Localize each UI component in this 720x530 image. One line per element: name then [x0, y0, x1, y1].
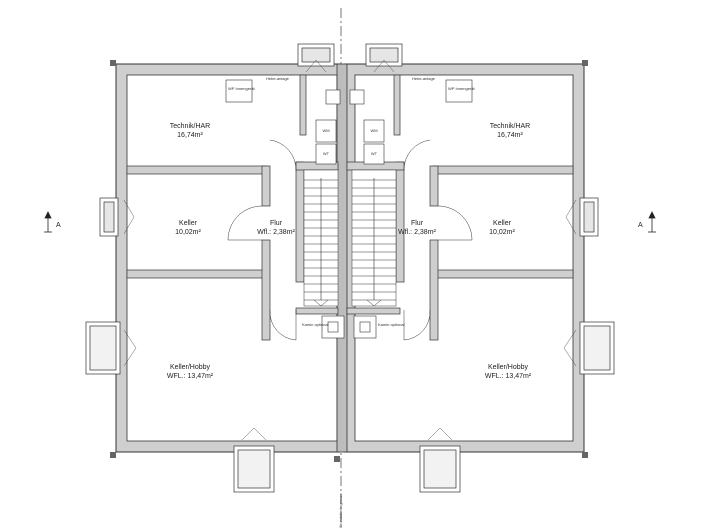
party-line-note: Grundstücksgrenze: [338, 493, 343, 528]
section-mark-right: A: [638, 222, 643, 229]
room-area-keller-left: 10,02m²: [175, 229, 201, 236]
wt-left: WT: [322, 151, 330, 156]
room-area-technik-left: 16,74m²: [177, 132, 203, 139]
room-area-technik-right: 16,74m²: [497, 132, 523, 139]
light-wells-right: [365, 43, 615, 493]
kamin-left: Kamin optional: [302, 322, 329, 327]
corner-markers: [110, 60, 588, 462]
room-name-hobby-right: Keller/Hobby: [487, 364, 529, 371]
room-name-flur-right: Flur: [410, 220, 424, 227]
equipment-left: [225, 79, 345, 339]
room-name-technik-right: Technik/HAR: [489, 123, 531, 130]
room-name-flur-left: Flur: [269, 220, 283, 227]
room-area-flur-left: Wfl.: 2,38m²: [257, 229, 295, 236]
room-name-hobby-left: Keller/Hobby: [169, 364, 211, 371]
wm-left: WM: [322, 128, 330, 133]
hebeanlage-right: Hebe-anlage: [412, 76, 435, 81]
door-swings: [227, 139, 473, 341]
wm-right: WM: [370, 128, 378, 133]
room-area-hobby-left: WFL.: 13,47m²: [166, 373, 214, 380]
room-name-keller-left: Keller: [179, 220, 197, 227]
kamin-right: Kamin optional: [378, 322, 405, 327]
room-area-hobby-right: WFL.: 13,47m²: [484, 373, 532, 380]
light-wells-left: [85, 43, 335, 493]
stair-left: [303, 169, 339, 307]
room-name-technik-left: Technik/HAR: [169, 123, 211, 130]
room-name-keller-right: Keller: [493, 220, 511, 227]
wt-right: WT: [370, 151, 378, 156]
wp-innengeraet-left: WP Innengerät: [228, 86, 255, 91]
wp-innengeraet-right: WP Innengerät: [448, 86, 475, 91]
hebeanlage-left: Hebe-anlage: [266, 76, 289, 81]
equipment-right: [349, 79, 473, 339]
room-area-keller-right: 10,02m²: [489, 229, 515, 236]
window-swings: [123, 59, 577, 441]
stair-right: [351, 169, 397, 307]
outer-walls: [115, 63, 585, 453]
room-area-flur-right: Wfl.: 2,38m²: [398, 229, 436, 236]
section-arrows: [44, 211, 656, 233]
section-mark-left: A: [56, 222, 61, 229]
interior-walls-left: [126, 74, 339, 341]
